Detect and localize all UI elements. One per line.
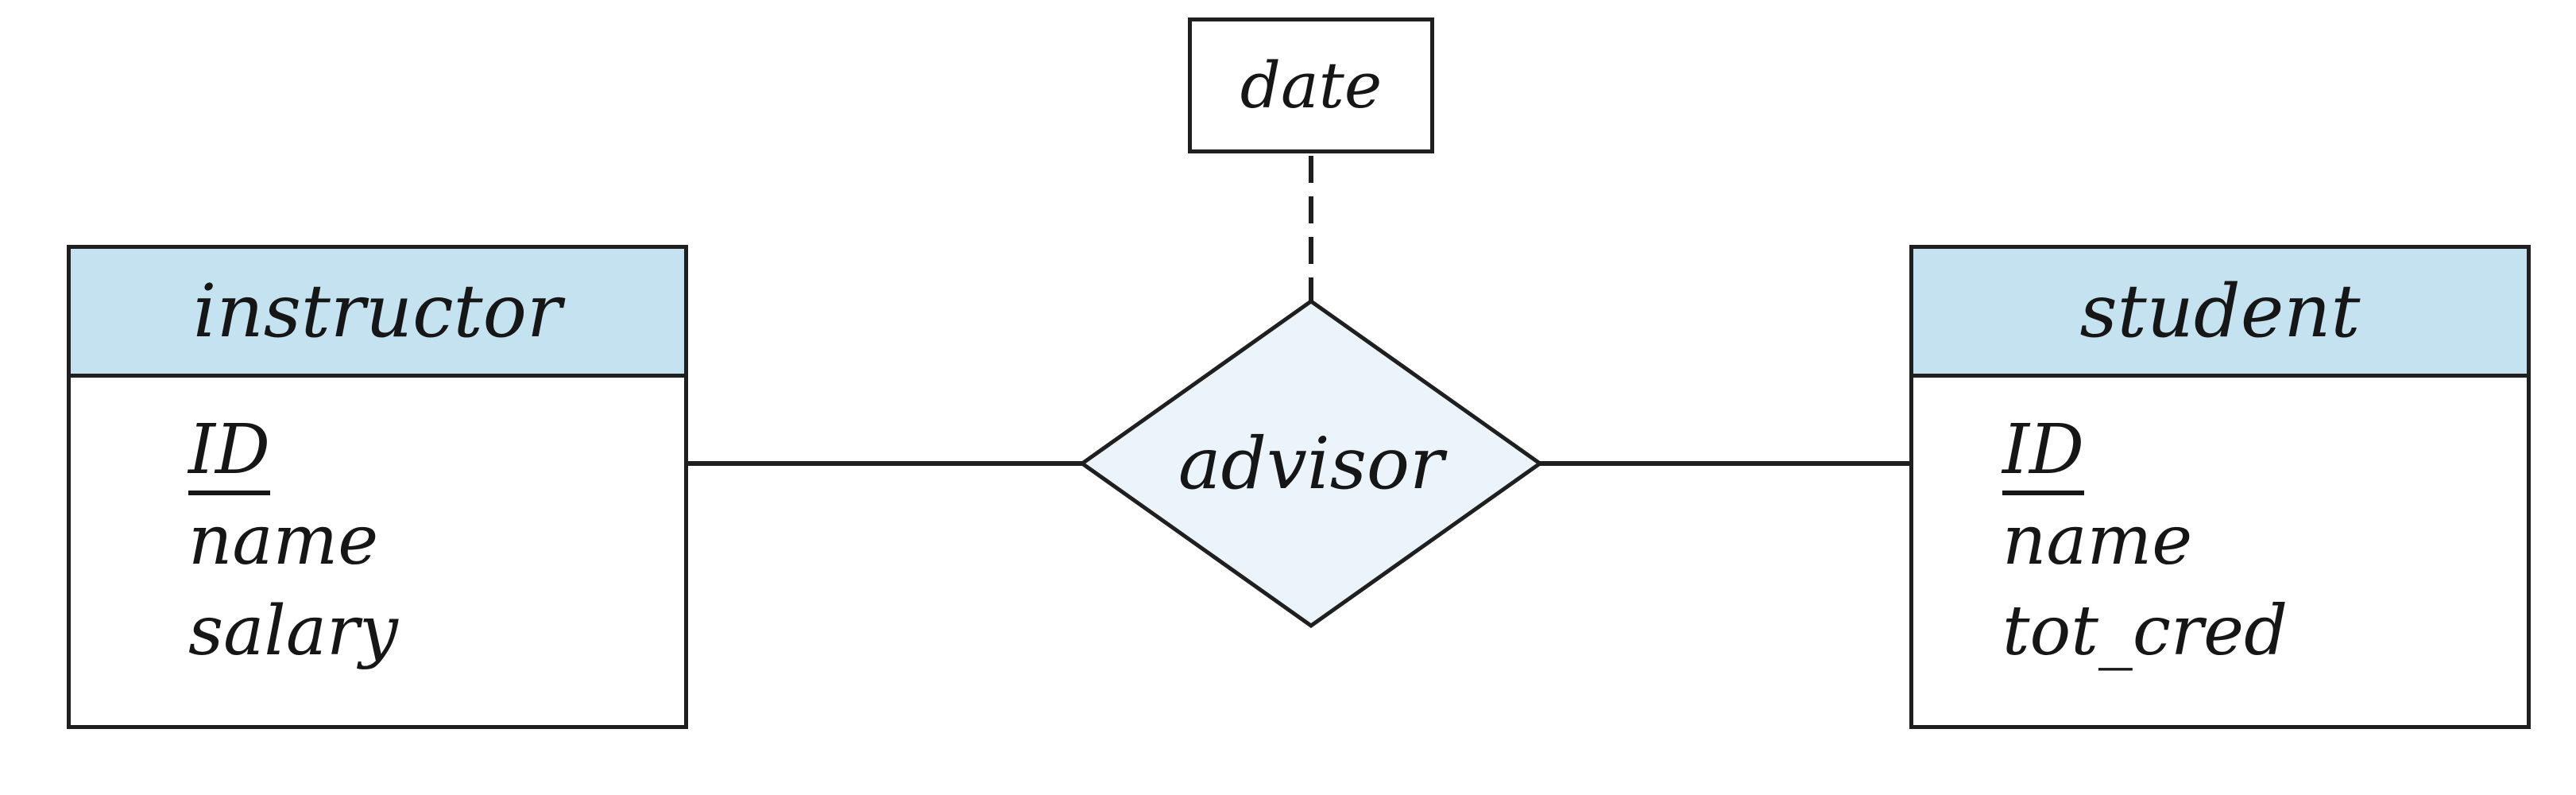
entity-name: student: [2079, 269, 2361, 354]
attribute-box-label: date: [1240, 48, 1383, 122]
attribute-label: salary: [188, 591, 398, 671]
attribute-row: tot_cred: [2002, 586, 2527, 677]
entity-header-student: student: [1913, 249, 2527, 378]
attribute-row: salary: [188, 586, 684, 677]
attribute-row: ID: [2002, 405, 2527, 495]
entity-header-instructor: instructor: [71, 249, 684, 378]
attribute-row: ID: [188, 405, 684, 495]
entity-student: student ID name tot_cred: [1909, 245, 2531, 729]
primary-key-attribute: ID: [2002, 416, 2084, 495]
entity-attributes-student: ID name tot_cred: [1913, 378, 2527, 725]
attribute-row: name: [2002, 495, 2527, 586]
attribute-label: name: [2002, 501, 2193, 580]
relationship-label-advisor: advisor: [1082, 301, 1540, 626]
relationship-name: advisor: [1178, 421, 1445, 506]
attribute-label: tot_cred: [2002, 591, 2288, 671]
attribute-row: name: [188, 495, 684, 586]
entity-attributes-instructor: ID name salary: [71, 378, 684, 725]
relationship-diamond: [1078, 298, 1544, 629]
entity-name: instructor: [193, 269, 562, 354]
attribute-label: name: [188, 501, 379, 580]
primary-key-attribute: ID: [188, 416, 270, 495]
entity-instructor: instructor ID name salary: [67, 245, 688, 729]
attribute-box-date: date: [1188, 17, 1434, 153]
